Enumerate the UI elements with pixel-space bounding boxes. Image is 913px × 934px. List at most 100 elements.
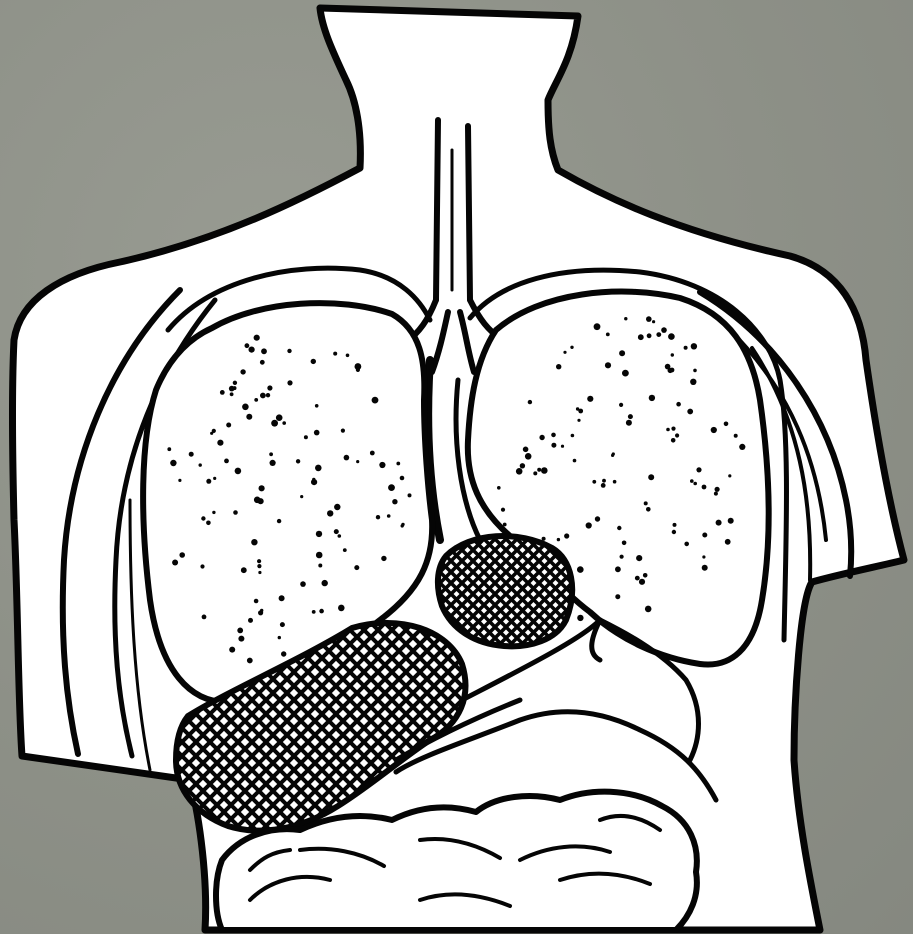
lung-stipple-dot (237, 628, 243, 634)
lung-stipple-dot (619, 350, 625, 356)
lung-stipple-dot (715, 487, 720, 492)
lung-stipple-dot (287, 380, 292, 385)
lung-stipple-dot (606, 333, 610, 337)
lung-stipple-dot (551, 433, 556, 438)
lung-stipple-dot (561, 445, 564, 448)
lung-stipple-dot (172, 560, 178, 566)
lung-stipple-dot (690, 379, 696, 385)
lung-stipple-dot (319, 609, 324, 614)
lung-stipple-dot (233, 381, 237, 385)
lung-stipple-dot (563, 351, 566, 354)
lung-stipple-dot (619, 403, 623, 407)
lung-stipple-dot (639, 579, 645, 585)
lung-stipple-dot (503, 523, 507, 527)
lung-stipple-dot (343, 548, 347, 552)
lung-stipple-dot (656, 332, 661, 337)
lung-stipple-dot (170, 460, 176, 466)
lung-stipple-dot (254, 335, 260, 341)
lung-stipple-dot (254, 599, 259, 604)
lung-stipple-dot (693, 369, 697, 373)
lung-stipple-dot (635, 576, 640, 581)
lung-stipple-dot (649, 395, 655, 401)
lung-stipple-dot (241, 567, 247, 573)
lung-stipple-dot (687, 409, 693, 415)
lung-stipple-dot (387, 514, 391, 518)
lung-stipple-dot (261, 348, 267, 354)
lung-stipple-dot (356, 460, 359, 463)
lung-stipple-dot (556, 364, 561, 369)
lung-stipple-dot (671, 353, 674, 356)
lung-stipple-dot (381, 556, 386, 561)
lung-stipple-dot (267, 385, 272, 390)
lung-stipple-dot (245, 343, 250, 348)
lung-stipple-dot (716, 520, 722, 526)
lung-stipple-dot (270, 460, 276, 466)
lung-stipple-dot (702, 565, 708, 571)
lung-stipple-dot (564, 533, 569, 538)
lung-stipple-dot (296, 459, 300, 463)
lung-stipple-dot (260, 609, 263, 612)
lung-stipple-dot (271, 420, 278, 427)
lung-stipple-dot (281, 651, 286, 656)
lung-stipple-dot (370, 451, 375, 456)
lung-stipple-dot (229, 386, 235, 392)
lung-stipple-dot (665, 364, 671, 370)
lung-stipple-dot (646, 316, 652, 322)
lung-stipple-dot (578, 409, 583, 414)
lung-stipple-dot (279, 595, 285, 601)
lung-stipple-dot (646, 507, 651, 512)
lung-stipple-dot (304, 435, 308, 439)
lung-stipple-dot (520, 463, 525, 468)
lung-stipple-dot (557, 538, 560, 541)
lung-stipple-dot (516, 468, 523, 475)
lung-stipple-dot (242, 404, 249, 411)
lung-stipple-dot (230, 392, 234, 396)
lung-stipple-dot (246, 414, 252, 420)
lung-stipple-dot (251, 539, 257, 545)
lung-stipple-dot (312, 478, 315, 481)
lung-stipple-dot (605, 362, 611, 368)
lung-stipple-dot (628, 414, 633, 419)
lung-stipple-dot (396, 462, 400, 466)
lung-stipple-dot (673, 523, 677, 527)
lung-stipple-dot (235, 468, 242, 475)
lung-stipple-dot (647, 333, 652, 338)
lung-stipple-dot (702, 485, 707, 490)
lung-stipple-dot (338, 534, 342, 538)
lung-stipple-dot (217, 440, 223, 446)
lung-stipple-dot (523, 447, 529, 453)
lung-stipple-dot (277, 519, 281, 523)
lung-stipple-dot (577, 419, 580, 422)
lung-stipple-dot (189, 452, 194, 457)
lung-stipple-dot (280, 622, 285, 627)
lung-stipple-dot (668, 333, 675, 340)
lung-stipple-dot (636, 555, 642, 561)
lung-stipple-dot (661, 327, 667, 333)
lung-stipple-dot (408, 493, 412, 497)
lung-stipple-dot (587, 396, 593, 402)
lung-stipple-dot (638, 334, 644, 340)
lung-stipple-dot (259, 485, 265, 491)
lung-stipple-dot (672, 530, 676, 534)
lung-stipple-dot (734, 434, 738, 438)
lung-stipple-dot (693, 482, 697, 486)
lung-stipple-dot (346, 354, 350, 358)
lung-stipple-dot (539, 435, 544, 440)
lung-stipple-dot (577, 615, 583, 621)
lung-stipple-dot (571, 434, 575, 438)
lung-stipple-dot (260, 393, 266, 399)
lung-stipple-dot (714, 492, 718, 496)
lung-stipple-dot (220, 390, 225, 395)
lung-stipple-dot (602, 479, 606, 483)
lung-stipple-dot (611, 454, 614, 457)
lung-stipple-dot (684, 542, 689, 547)
lung-stipple-dot (615, 594, 620, 599)
lung-stipple-dot (626, 420, 632, 426)
lung-stipple-dot (276, 414, 283, 421)
lung-stipple-dot (702, 533, 707, 538)
lung-stipple-dot (282, 421, 286, 425)
lung-stipple-dot (199, 463, 202, 466)
lung-stipple-dot (617, 526, 621, 530)
lung-stipple-dot (266, 393, 270, 397)
lung-stipple-dot (316, 552, 323, 559)
